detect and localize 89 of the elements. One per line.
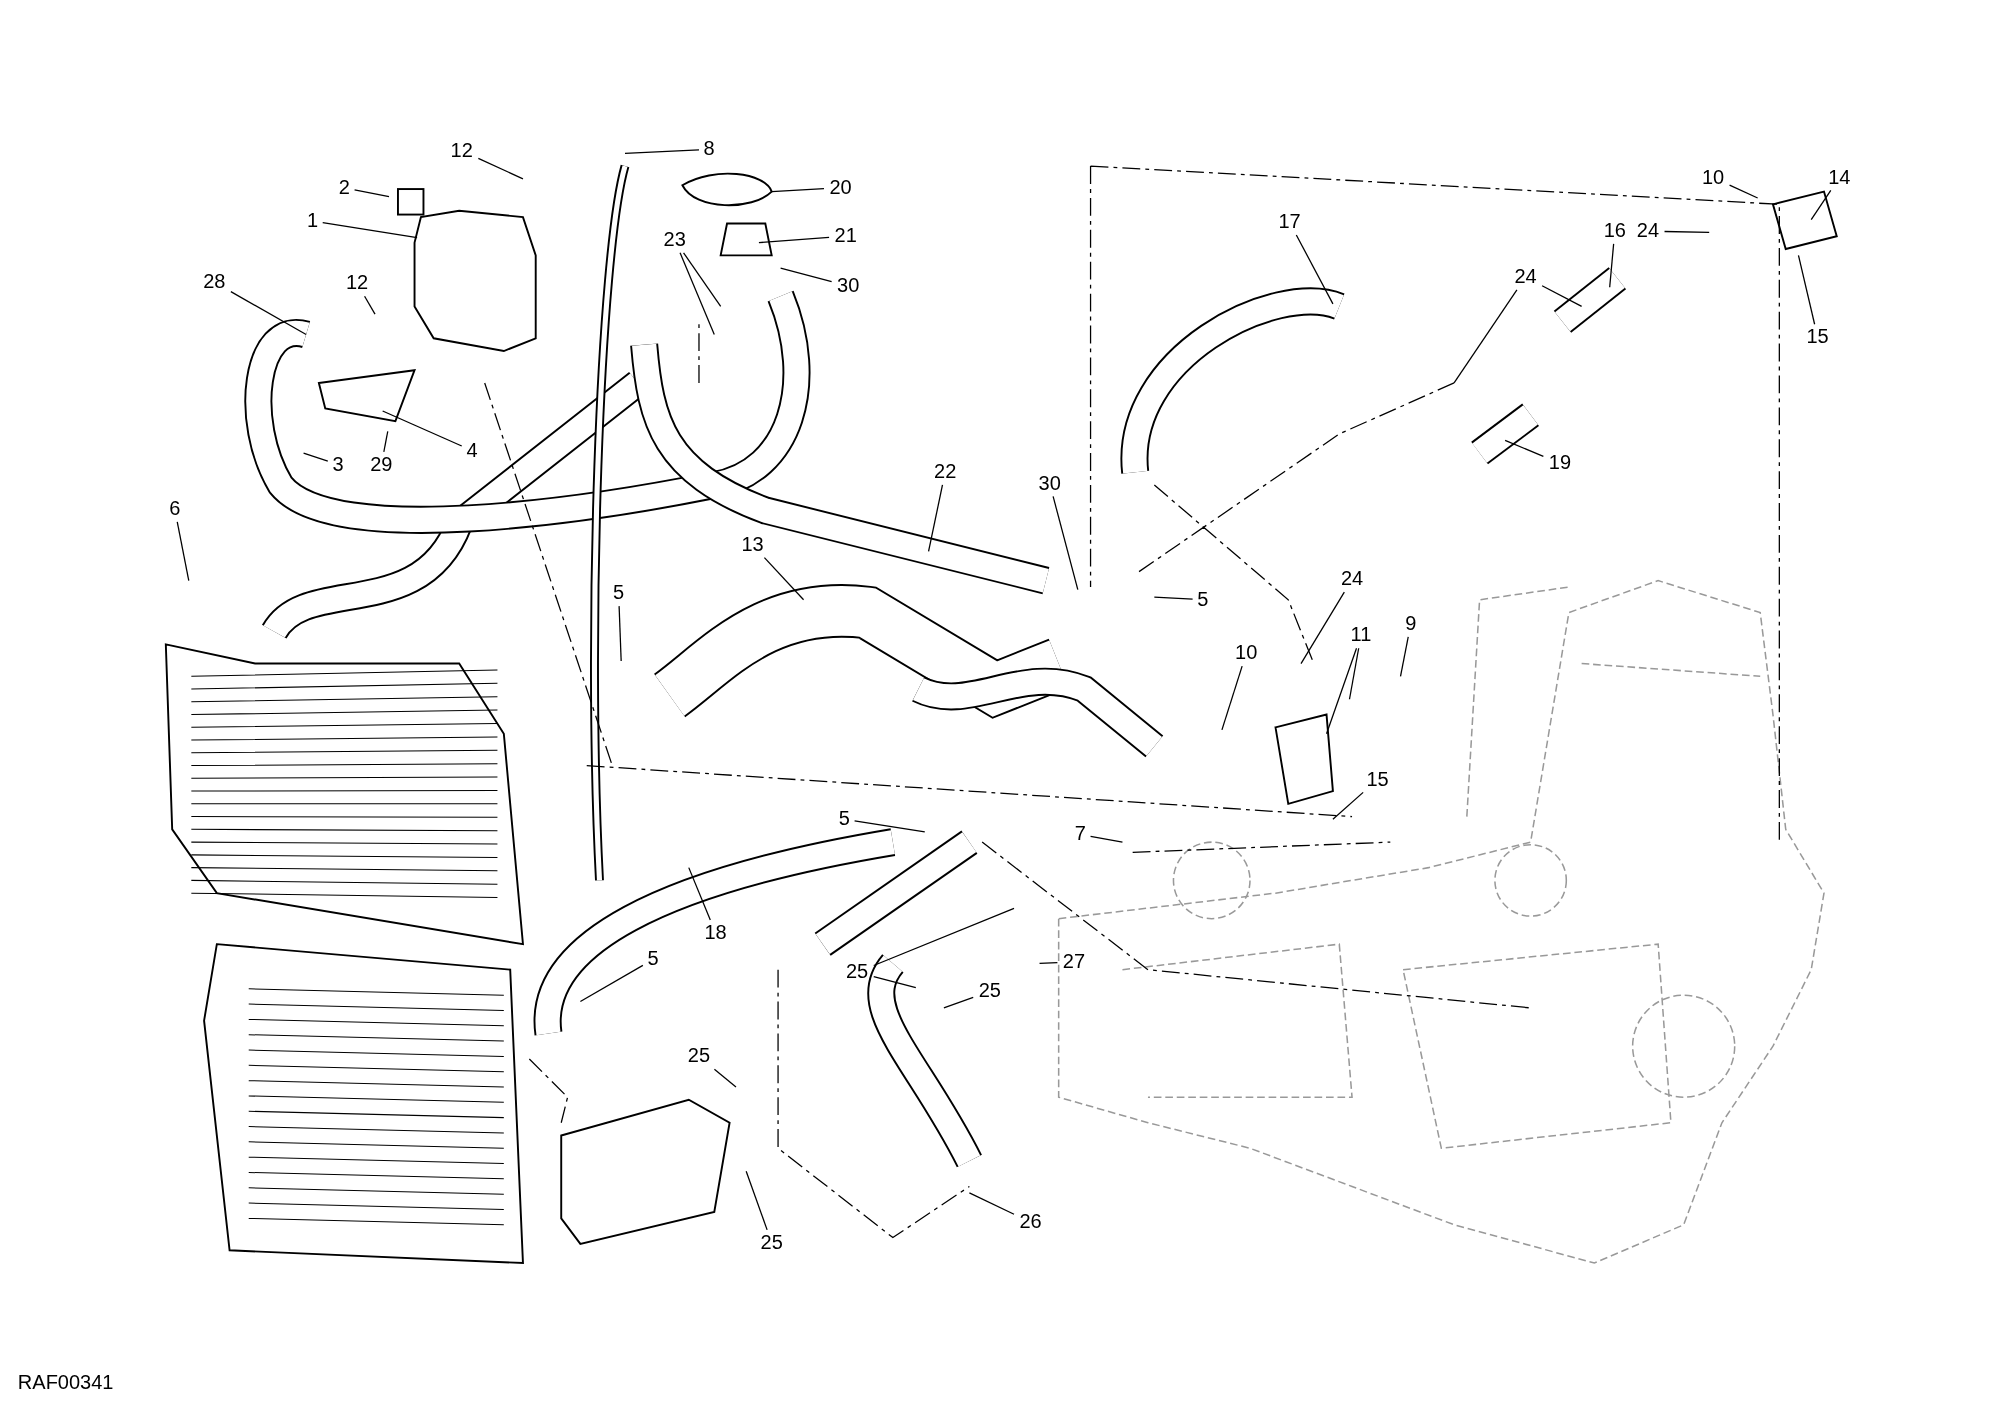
leader-line xyxy=(1089,835,1124,843)
callout-number: 5 xyxy=(608,580,629,605)
leader-line xyxy=(1153,596,1194,600)
leader-line xyxy=(927,484,944,552)
callout-number: 15 xyxy=(1801,323,1835,348)
leader-line xyxy=(1332,791,1364,820)
callout-number: 15 xyxy=(1360,766,1395,791)
callout-number: 14 xyxy=(1822,164,1856,189)
callout-number: 25 xyxy=(840,959,874,984)
leader-line xyxy=(1038,962,1059,964)
leader-line xyxy=(779,267,833,283)
leader-line xyxy=(383,430,389,453)
leader-line xyxy=(1453,289,1518,384)
leader-line xyxy=(363,295,376,315)
leader-line xyxy=(758,236,830,244)
leader-line xyxy=(1663,230,1710,234)
leader-line xyxy=(477,157,524,180)
leader-line xyxy=(382,410,463,447)
callout-number: 1 xyxy=(302,207,323,232)
callout-number: 3 xyxy=(327,451,349,476)
callout-number: 23 xyxy=(658,227,692,252)
callout-number: 25 xyxy=(973,978,1007,1003)
callout-number: 21 xyxy=(829,223,863,248)
drawing-code: RAF00341 xyxy=(17,1369,114,1394)
leader-line xyxy=(1221,665,1243,731)
callout-number: 13 xyxy=(735,531,770,556)
callout-number: 30 xyxy=(831,272,865,297)
callout-number: 5 xyxy=(1192,586,1213,611)
callout-number: 18 xyxy=(698,919,733,944)
callout-number: 24 xyxy=(1508,264,1543,288)
leader-line xyxy=(1295,234,1334,305)
callout-number: 19 xyxy=(1543,450,1577,475)
callout-number: 24 xyxy=(1335,566,1369,591)
leader-line xyxy=(873,975,917,989)
callout-number: 29 xyxy=(364,451,398,476)
leader-line xyxy=(682,252,722,308)
leader-line xyxy=(688,867,711,921)
callout-number: 5 xyxy=(642,946,664,971)
callout-number: 25 xyxy=(755,1229,789,1254)
callout-number: 6 xyxy=(164,496,185,521)
leader-line xyxy=(624,149,700,154)
leader-line xyxy=(943,996,974,1009)
callout-number: 17 xyxy=(1272,209,1307,234)
leader-line xyxy=(763,557,805,601)
leader-line xyxy=(1325,647,1358,735)
leader-line xyxy=(302,452,329,462)
leader-line xyxy=(1810,189,1832,221)
callout-number: 4 xyxy=(461,437,483,462)
callout-number: 28 xyxy=(197,269,231,294)
leader-line xyxy=(353,189,390,198)
callout-number: 27 xyxy=(1057,948,1091,973)
leader-line xyxy=(618,605,622,662)
leader-line xyxy=(1399,636,1409,677)
callout-number: 10 xyxy=(1229,640,1263,665)
callout-number: 8 xyxy=(698,136,720,161)
leader-line xyxy=(1541,285,1583,308)
leader-line xyxy=(713,1068,737,1088)
leader-line xyxy=(1052,495,1079,591)
leader-line xyxy=(579,964,644,1003)
callout-number: 16 xyxy=(1598,218,1632,243)
leader-line xyxy=(1348,647,1360,700)
leader-line xyxy=(1504,439,1544,457)
callout-number: 11 xyxy=(1344,622,1378,647)
callout-number: 25 xyxy=(682,1043,716,1068)
leader-line xyxy=(230,290,307,336)
callout-number: 12 xyxy=(340,270,374,295)
leader-line xyxy=(1797,254,1816,325)
callout-number: 5 xyxy=(834,806,855,831)
leader-line xyxy=(873,907,1015,967)
callout-number: 30 xyxy=(1033,470,1067,495)
leader-line xyxy=(176,521,190,582)
leader-line xyxy=(771,188,825,193)
leader-line xyxy=(745,1170,768,1231)
leader-line xyxy=(1728,184,1759,199)
callout-number: 24 xyxy=(1631,218,1665,243)
callout-number: 7 xyxy=(1070,821,1091,846)
leader-line xyxy=(968,1192,1015,1215)
callout-number: 2 xyxy=(334,174,355,199)
callout-number: 9 xyxy=(1400,610,1421,635)
callout-number: 12 xyxy=(445,137,479,162)
callout-number: 20 xyxy=(823,174,858,199)
callout-number: 26 xyxy=(1014,1209,1048,1234)
leader-line xyxy=(1609,243,1615,288)
leader-line xyxy=(853,820,926,833)
leader-line xyxy=(679,252,715,336)
leader-line xyxy=(322,221,418,239)
callout-number: 22 xyxy=(928,459,962,484)
leader-line xyxy=(1300,591,1345,665)
callout-number: 10 xyxy=(1696,164,1730,189)
